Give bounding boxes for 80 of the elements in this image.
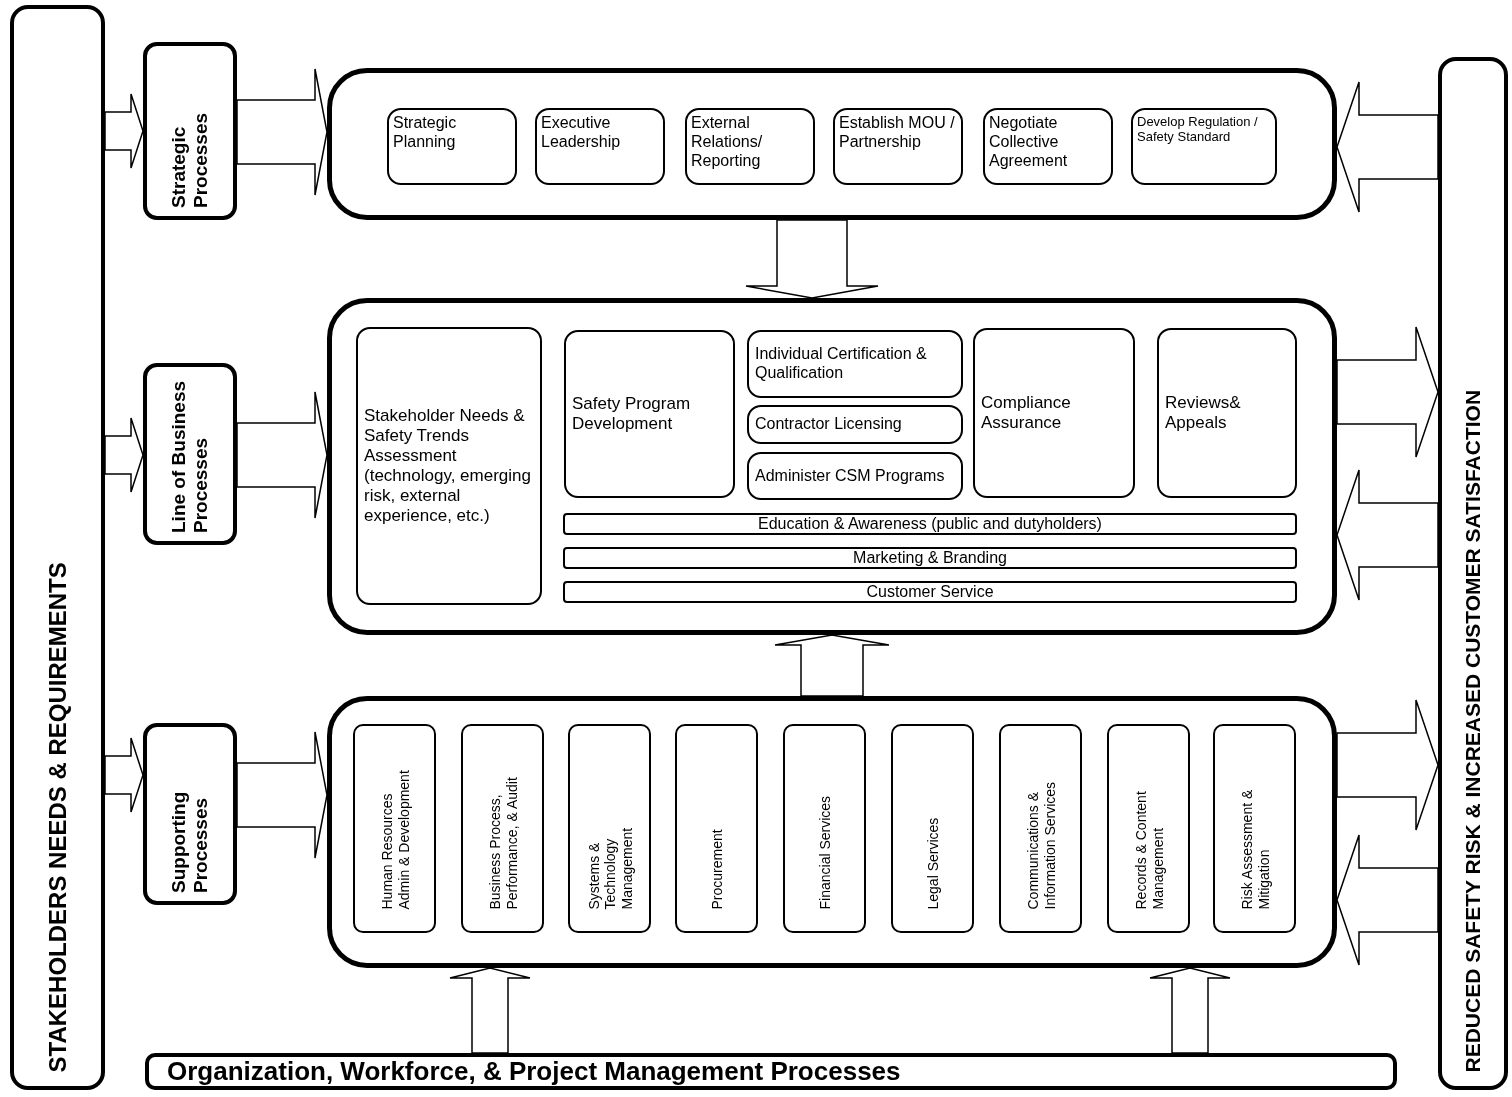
process-label: Customer Service xyxy=(865,582,995,602)
process-label: Risk Assessment & Mitigation xyxy=(1238,788,1271,909)
process-box xyxy=(983,108,1113,185)
block-arrow xyxy=(236,731,328,859)
process-box xyxy=(973,328,1135,498)
process-box xyxy=(1107,724,1190,933)
process-label: Human Resources Admin & Development xyxy=(378,769,411,909)
block-arrow xyxy=(104,737,144,813)
process-box xyxy=(747,452,963,500)
process-box xyxy=(1213,724,1296,933)
process-box xyxy=(535,108,665,185)
process-label: Systems & Technology Management xyxy=(584,826,635,909)
process-label: Supporting Processes xyxy=(167,790,212,893)
process-label: Safety Program Development xyxy=(572,393,692,435)
process-label: Organization, Workforce, & Project Management Processes xyxy=(167,1056,902,1087)
process-label: Business Process, Performance, & Audit xyxy=(486,775,519,909)
process-label: Establish MOU / Partnership xyxy=(839,114,956,152)
process-label: External Relations/ Reporting xyxy=(691,114,764,171)
block-arrow xyxy=(104,93,144,169)
process-label: Compliance Assurance xyxy=(981,392,1072,434)
process-label: Legal Services xyxy=(924,817,941,909)
process-label: Line of Business Processes xyxy=(167,379,212,533)
block-arrow xyxy=(1336,81,1439,213)
block-arrow xyxy=(104,417,144,493)
process-box xyxy=(461,724,544,933)
process-label: Develop Regulation / Safety Standard xyxy=(1137,114,1259,145)
block-arrow xyxy=(236,391,328,519)
process-box xyxy=(685,108,815,185)
block-arrow xyxy=(1336,326,1439,458)
block-arrow xyxy=(1336,699,1439,831)
block-arrow xyxy=(745,219,879,299)
process-group-container xyxy=(327,298,1337,635)
process-label: Executive Leadership xyxy=(541,114,622,152)
process-box xyxy=(353,724,436,933)
process-bar xyxy=(563,513,1297,535)
process-label: Marketing & Branding xyxy=(852,548,1008,568)
process-label: Stakeholder Needs & Safety Trends Assessment (technology, emerging risk, external experience, etc.) xyxy=(364,405,532,527)
side-banner xyxy=(10,5,105,1090)
block-arrow xyxy=(1336,834,1439,966)
block-arrow xyxy=(774,634,890,697)
process-label: Communications & Information Services xyxy=(1024,780,1057,909)
side-banner xyxy=(1438,57,1508,1090)
process-box xyxy=(891,724,974,933)
process-label: Strategic Planning xyxy=(393,114,458,152)
process-label: Financial Services xyxy=(816,795,833,909)
process-category-box xyxy=(143,363,237,545)
process-box xyxy=(783,724,866,933)
process-box xyxy=(1157,328,1297,498)
process-label: Reviews& Appeals xyxy=(1165,392,1242,434)
process-bar xyxy=(563,547,1297,569)
process-box xyxy=(564,330,735,498)
process-box xyxy=(356,327,542,605)
process-label: Individual Certification & Qualification xyxy=(755,345,928,383)
process-label: Strategic Processes xyxy=(167,111,212,208)
process-group-container xyxy=(327,68,1337,220)
block-arrow xyxy=(1149,967,1231,1054)
process-label: Negotiate Collective Agreement xyxy=(989,114,1069,171)
block-arrow xyxy=(1336,469,1439,601)
process-box xyxy=(387,108,517,185)
process-label: Education & Awareness (public and dutyholders) xyxy=(757,514,1103,534)
block-arrow xyxy=(236,68,328,196)
process-box xyxy=(747,405,963,444)
process-label: STAKEHOLDERS NEEDS & REQUIREMENTS xyxy=(43,561,72,1072)
process-label: Procurement xyxy=(708,828,725,909)
process-box xyxy=(833,108,963,185)
process-banner xyxy=(145,1053,1397,1090)
process-label: Administer CSM Programs xyxy=(755,466,946,486)
process-box xyxy=(675,724,758,933)
process-box xyxy=(1131,108,1277,185)
process-box xyxy=(999,724,1082,933)
process-label: Records & Content Management xyxy=(1132,789,1165,909)
process-box xyxy=(568,724,651,933)
block-arrow xyxy=(449,967,531,1054)
process-label: REDUCED SAFETY RISK & INCREASED CUSTOMER SATISFACTION xyxy=(1460,389,1485,1072)
process-category-box xyxy=(143,723,237,905)
process-group-container xyxy=(327,696,1337,968)
process-bar xyxy=(563,581,1297,603)
process-category-box xyxy=(143,42,237,220)
process-label: Contractor Licensing xyxy=(755,415,903,434)
process-box xyxy=(747,330,963,398)
